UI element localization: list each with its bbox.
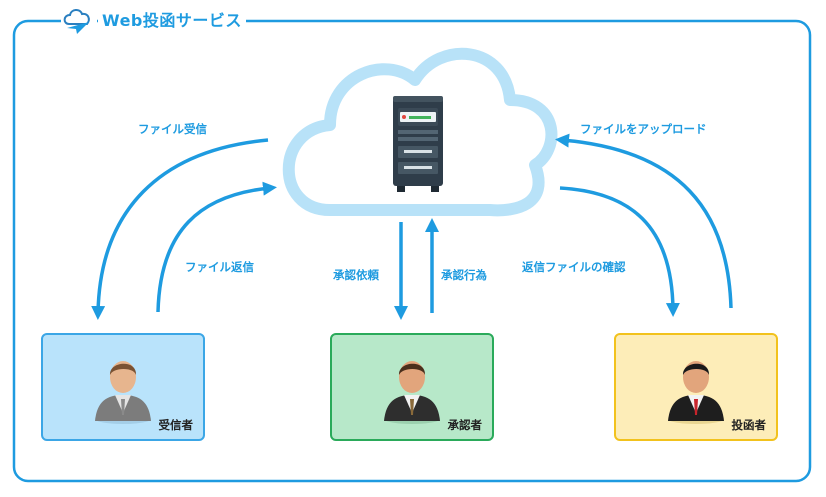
label-file-receive: ファイル受信 <box>138 122 207 136</box>
receiver-box: 受信者 <box>41 333 205 441</box>
label-approval-action: 承認行為 <box>441 268 487 282</box>
role-approver: 承認者 <box>447 418 483 432</box>
businessman-icon <box>384 361 440 424</box>
role-receiver: 受信者 <box>158 418 194 432</box>
label-upload: ファイルをアップロード <box>580 122 707 136</box>
service-title: Web投函サービス <box>98 7 246 31</box>
arrow-receiver-download <box>91 138 269 320</box>
businessman-icon <box>95 361 151 424</box>
arrow-confirm-return <box>559 186 680 317</box>
arrow-receiver-reply <box>156 181 277 313</box>
server-icon <box>393 96 443 192</box>
businessman-icon <box>668 361 724 424</box>
cloud-paper-plane-icon <box>61 6 97 36</box>
role-sender: 投函者 <box>731 418 767 432</box>
arrow-upload <box>555 133 733 309</box>
sender-box: 投函者 <box>614 333 778 441</box>
label-file-reply: ファイル返信 <box>185 260 254 274</box>
service-frame <box>12 19 812 483</box>
approver-box: 承認者 <box>330 333 494 441</box>
label-confirm-return: 返信ファイルの確認 <box>522 260 626 274</box>
label-approval-request: 承認依頼 <box>333 268 379 282</box>
